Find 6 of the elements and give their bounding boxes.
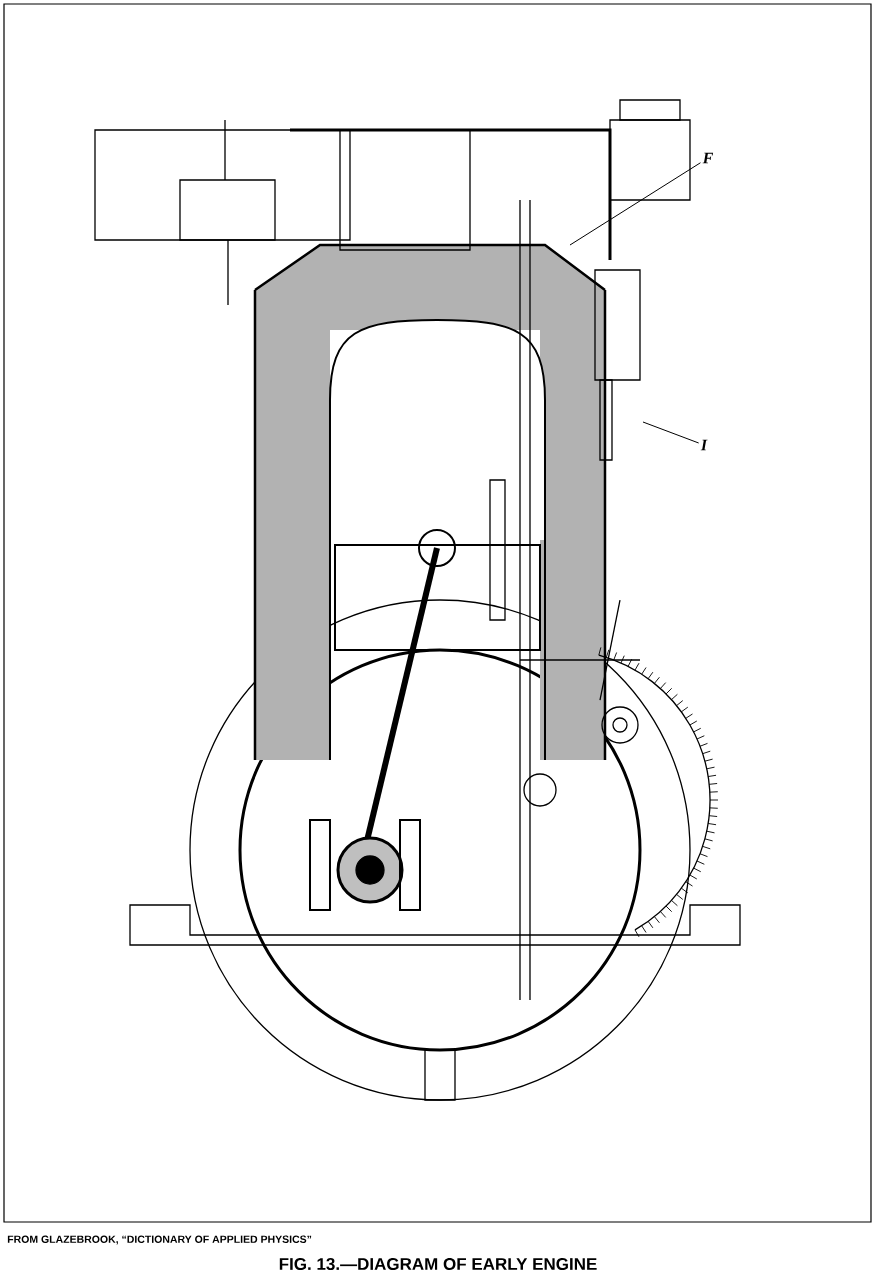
callout-letter: I xyxy=(700,439,708,451)
leader-line xyxy=(642,421,700,444)
figure-caption: FIG. 13.—DIAGRAM OF EARLY ENGINE xyxy=(279,1257,597,1271)
callout-letter: F xyxy=(702,152,714,164)
source-note: FROM GLAZEBROOK, “DICTIONARY OF APPLIED PHYSICS” xyxy=(7,1235,312,1245)
leader-line xyxy=(569,162,701,246)
